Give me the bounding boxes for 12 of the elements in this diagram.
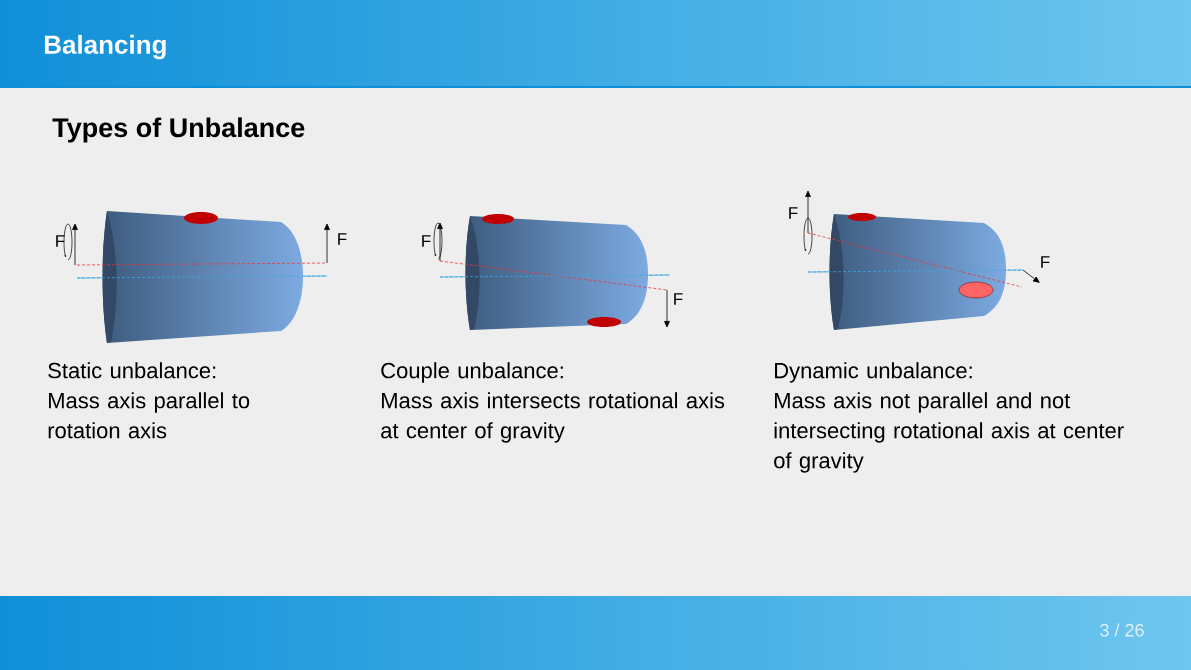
force-label: F xyxy=(422,235,431,247)
force-label: F xyxy=(789,207,798,219)
page-number: 3 / 26 xyxy=(1100,623,1144,637)
caption-text: Dynamic unbalance: Mass axis not parallel and not intersecting rotational axis at center of gravity xyxy=(774,362,1124,473)
section-heading: Types of Unbalance xyxy=(52,117,305,143)
caption-text: Static unbalance: Mass axis parallel to rotation axis xyxy=(48,362,250,439)
force-label: F xyxy=(674,293,683,305)
slide-title: Balancing xyxy=(44,34,166,60)
force-label: F xyxy=(1041,256,1050,268)
force-label: F xyxy=(56,235,65,247)
caption-text: Couple unbalance: Mass axis intersects rotational axis at center of gravity xyxy=(381,362,725,443)
force-label: F xyxy=(338,233,347,245)
